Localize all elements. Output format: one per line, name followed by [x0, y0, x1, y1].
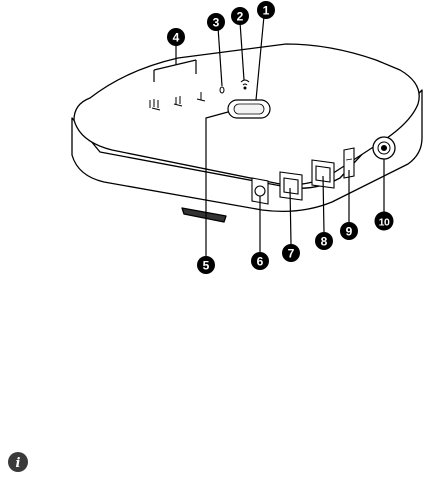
info-icon: i	[8, 452, 28, 472]
svg-text:8: 8	[321, 235, 328, 249]
svg-text:2: 2	[237, 10, 244, 24]
callout-4: 4	[167, 28, 185, 46]
power-button-inner	[234, 104, 264, 114]
callout-7: 7	[282, 244, 300, 262]
callout-8: 8	[315, 232, 333, 250]
svg-text:7: 7	[288, 247, 295, 261]
callout-9: 9	[340, 222, 358, 240]
antenna-port-pin	[382, 146, 387, 151]
lan-wan-port-inner	[284, 178, 298, 194]
svg-text:5: 5	[203, 259, 210, 273]
router-foot	[182, 208, 226, 222]
callout-10: 10	[375, 212, 394, 231]
status-indicator	[220, 87, 224, 93]
svg-text:6: 6	[257, 255, 264, 269]
svg-text:3: 3	[213, 16, 220, 30]
callout-3: 3	[207, 13, 225, 31]
svg-text:i: i	[16, 456, 21, 471]
router-body	[72, 44, 422, 222]
callout-2: 2	[231, 7, 249, 25]
callout-5: 5	[197, 256, 215, 274]
svg-text:9: 9	[346, 225, 353, 239]
svg-text:1: 1	[263, 4, 270, 18]
callout-6: 6	[251, 252, 269, 270]
callout-1: 1	[257, 1, 275, 19]
power-port-jack	[255, 186, 265, 196]
svg-text:4: 4	[173, 31, 180, 45]
svg-text:10: 10	[379, 217, 390, 229]
